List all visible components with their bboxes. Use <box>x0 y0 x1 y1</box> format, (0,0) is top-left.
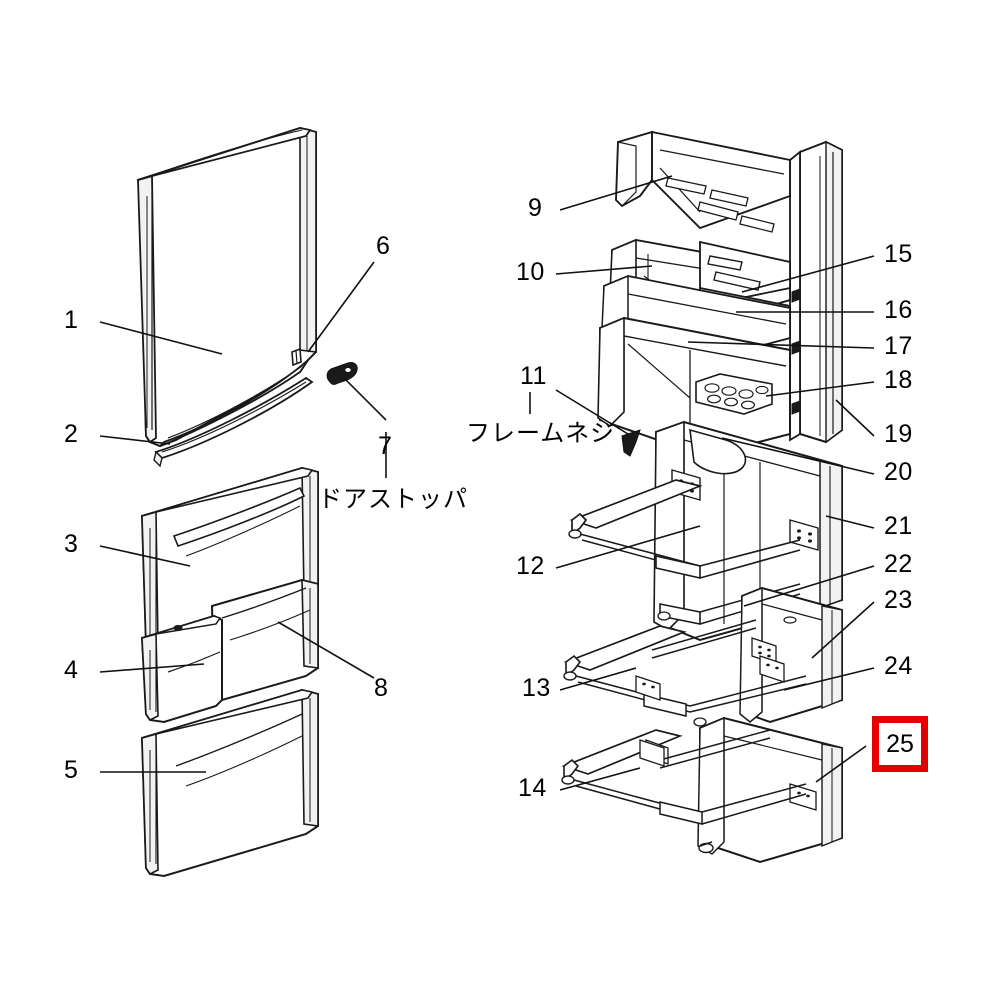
callout-3[interactable]: 3 <box>64 530 79 558</box>
leader-13 <box>559 667 637 691</box>
callout-20[interactable]: 20 <box>884 458 913 486</box>
callout-2[interactable]: 2 <box>64 420 79 448</box>
callout-21[interactable]: 21 <box>884 512 913 540</box>
leader-2 <box>99 435 171 445</box>
part-23-middle-back-panel <box>739 586 843 724</box>
callout-11[interactable]: 11 <box>520 362 547 390</box>
callout-19[interactable]: 19 <box>884 420 913 448</box>
annotation-door-stopper: ドアストッパ <box>318 486 468 513</box>
annotation-frame-screw: フレームネジ <box>466 420 616 447</box>
part-2-door-trim <box>153 376 314 468</box>
leader-4 <box>99 663 205 673</box>
part-22-shelf-rail-right <box>657 539 801 625</box>
leader-19 <box>835 399 875 437</box>
leader-10 <box>555 265 653 275</box>
part-12-shelf-rail-upper <box>568 479 703 580</box>
callout-15[interactable]: 15 <box>884 240 913 268</box>
leader-9 <box>559 175 673 211</box>
callout-4[interactable]: 4 <box>64 656 79 684</box>
right-door-liner-assembly <box>597 130 843 458</box>
callout-5[interactable]: 5 <box>64 756 79 784</box>
part-11-frame-screw <box>621 429 641 457</box>
callout-25-highlighted[interactable]: 25 <box>872 716 928 772</box>
part-9-top-door-bin <box>615 130 791 233</box>
leader-20 <box>721 437 875 475</box>
leader-22 <box>743 565 875 607</box>
leader-15 <box>741 255 875 293</box>
leader-21 <box>825 515 875 529</box>
part-18-egg-tray <box>695 373 773 415</box>
callout-22[interactable]: 22 <box>884 550 913 578</box>
callout-8[interactable]: 8 <box>374 674 389 702</box>
leader-18 <box>765 381 875 397</box>
leader-11 <box>555 389 629 435</box>
callout-13[interactable]: 13 <box>522 674 551 702</box>
part-13-shelf-rail-middle <box>563 625 691 717</box>
leader-8 <box>277 621 375 679</box>
leader-17 <box>687 341 875 349</box>
callout-24[interactable]: 24 <box>884 652 913 680</box>
leader-7 <box>343 377 387 421</box>
part-7-door-stopper <box>326 362 358 385</box>
leader-24 <box>783 667 875 691</box>
callout-9[interactable]: 9 <box>528 194 543 222</box>
callout-14[interactable]: 14 <box>518 774 547 802</box>
part-1-upper-door <box>136 126 317 448</box>
callout-12[interactable]: 12 <box>516 552 545 580</box>
leader-12 <box>555 525 701 569</box>
leader-1 <box>99 321 223 355</box>
cabinet-and-shelf-rails <box>561 420 843 864</box>
callout-7[interactable]: 7 <box>378 432 393 460</box>
left-door-assembly <box>136 126 358 878</box>
callout-23[interactable]: 23 <box>884 586 913 614</box>
callout-1[interactable]: 1 <box>64 306 79 334</box>
callout-18[interactable]: 18 <box>884 366 913 394</box>
leader-6 <box>307 261 375 353</box>
leader-14 <box>559 767 641 791</box>
part-25-bottom-back-panel <box>697 716 843 864</box>
part-20-lower-door-bin <box>597 316 791 458</box>
leader-3 <box>99 545 191 567</box>
leader-lines <box>99 175 875 791</box>
part-4-and-8-drawer-fronts <box>140 578 319 724</box>
callout-17[interactable]: 17 <box>884 332 913 360</box>
part-19-inner-door-panel <box>789 140 843 444</box>
internal-cross-rails <box>639 619 771 769</box>
part-5-bottom-door <box>140 688 319 878</box>
callout-16[interactable]: 16 <box>884 296 913 324</box>
callout-10[interactable]: 10 <box>516 258 545 286</box>
leader-25 <box>815 745 867 783</box>
leader-23 <box>811 601 875 659</box>
callout-6[interactable]: 6 <box>376 232 391 260</box>
